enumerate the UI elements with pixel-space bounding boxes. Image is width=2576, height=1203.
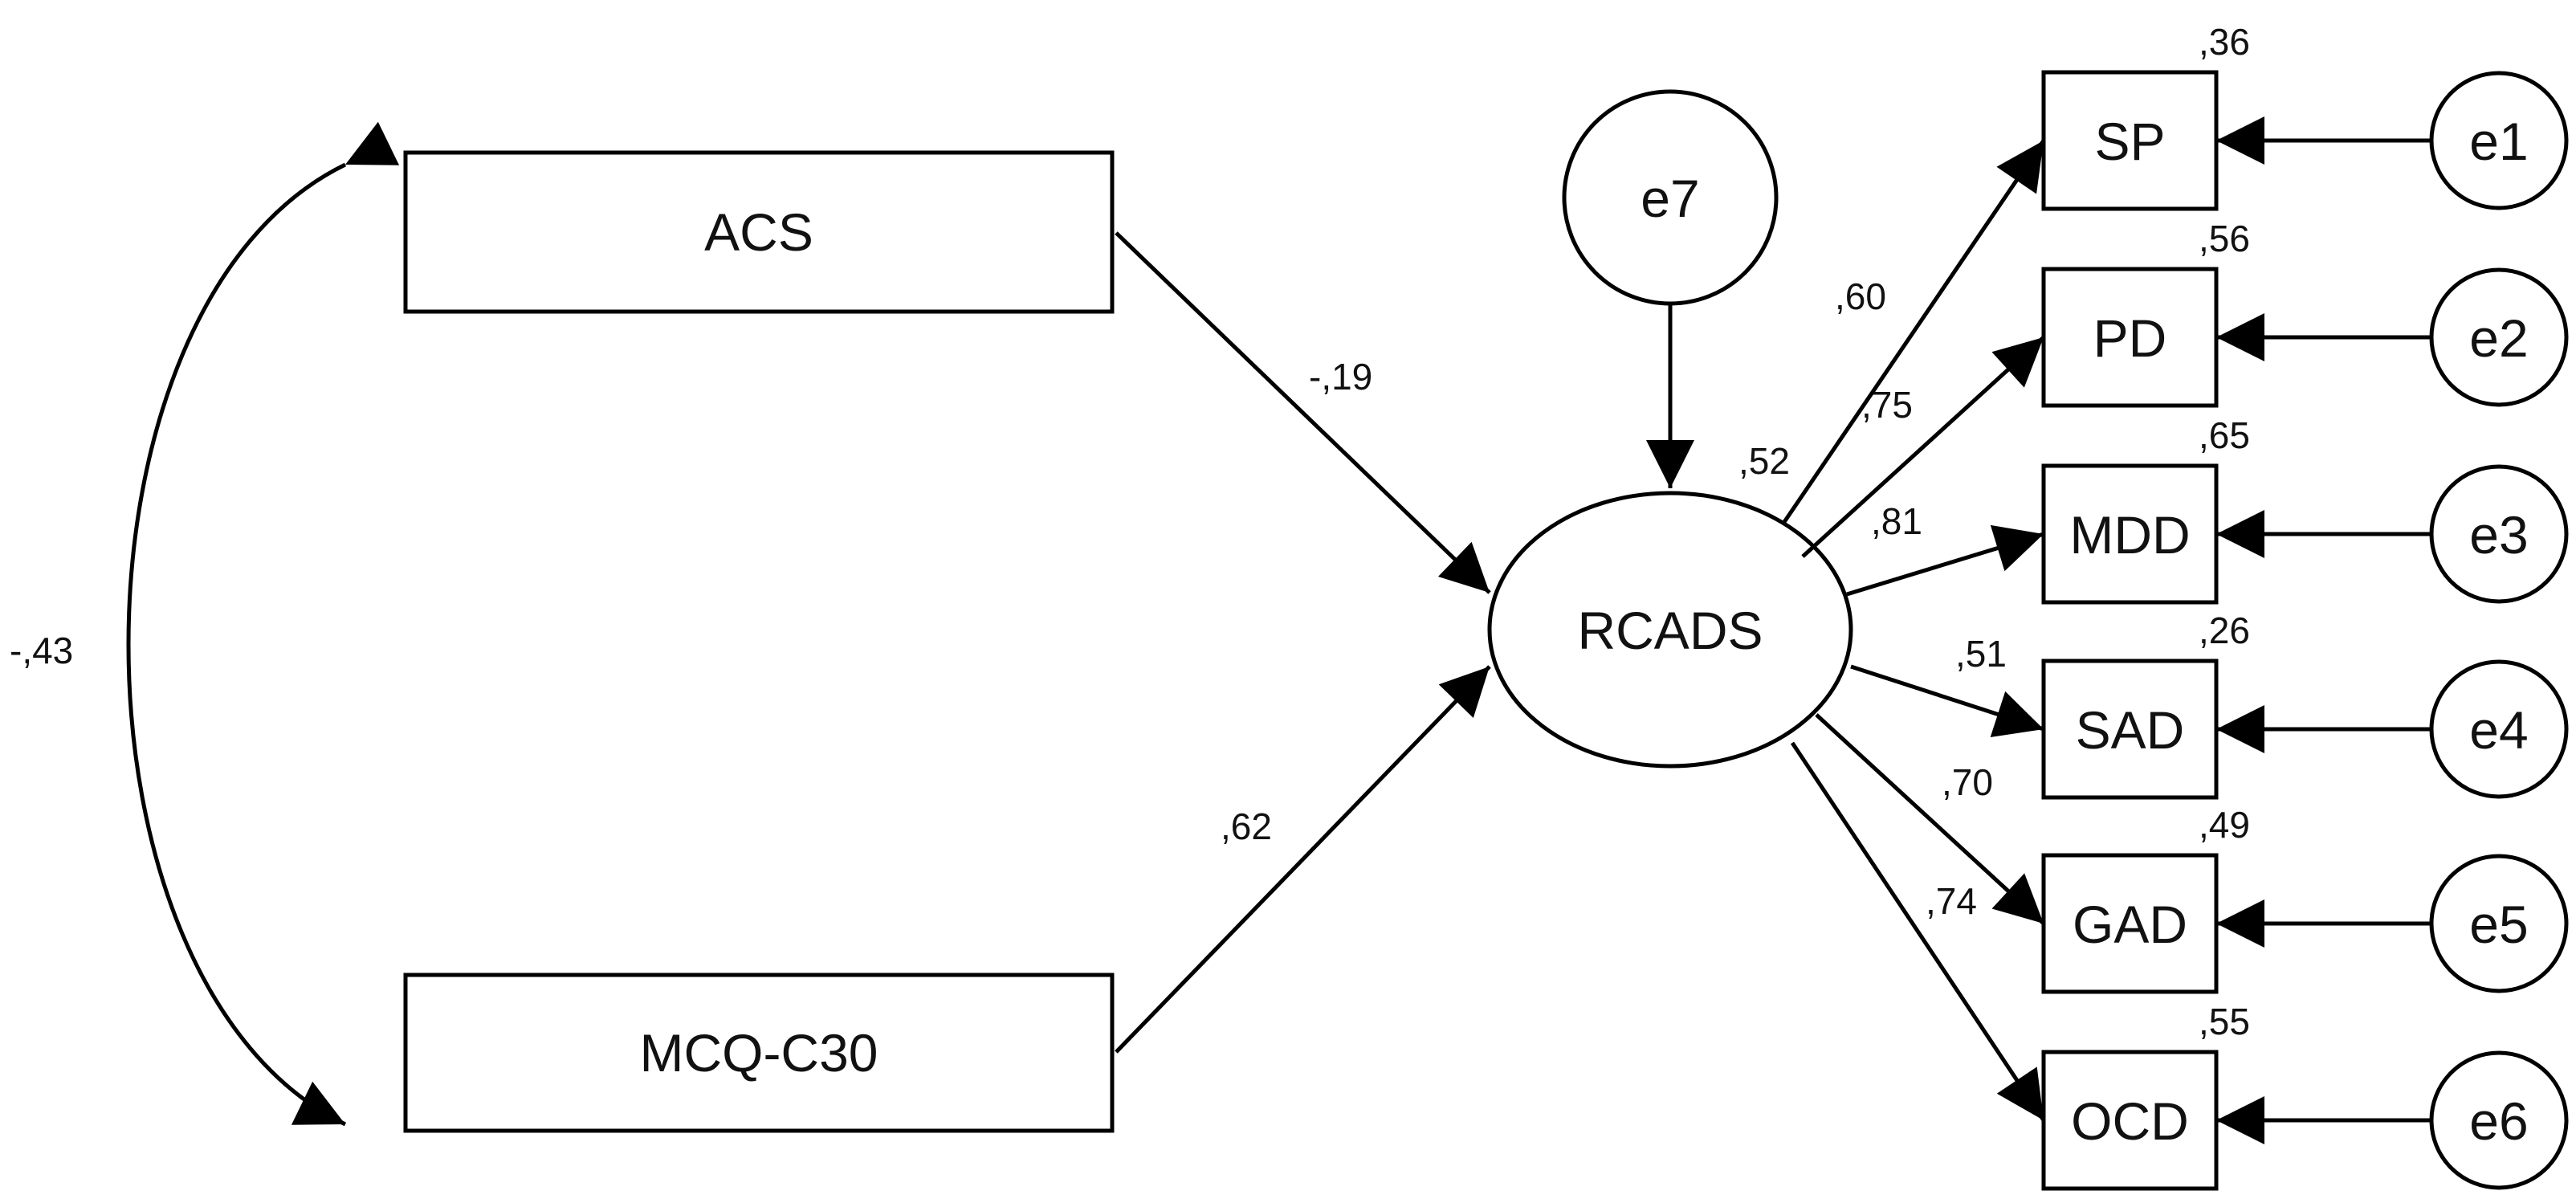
- path-rcads-to-pd: [1801, 336, 2045, 558]
- pd-r2: ,56: [2199, 218, 2250, 259]
- path-rcads-to-ocd: [1790, 741, 2046, 1122]
- e7-label: e7: [1641, 169, 1699, 228]
- path-rcads-to-mdd: [1846, 524, 2044, 597]
- sp-box: [2041, 70, 2219, 211]
- sp-label: SP: [2094, 112, 2165, 171]
- path-acs-coefficient: -,19: [1309, 356, 1372, 398]
- acs-label: ACS: [704, 202, 813, 262]
- e3-label: e3: [2469, 505, 2528, 565]
- path-rcads-to-sad: [1850, 664, 2044, 737]
- e2-label: e2: [2469, 308, 2528, 368]
- ocd-label: OCD: [2071, 1091, 2189, 1151]
- rcads-label: RCADS: [1577, 601, 1763, 660]
- pd-box: [2041, 267, 2219, 408]
- path-acs-to-rcads: [1115, 231, 1491, 594]
- sp-r2: ,36: [2199, 21, 2250, 63]
- pd-label: PD: [2093, 308, 2167, 368]
- ocd-r2: ,55: [2199, 1001, 2250, 1042]
- rcads-ellipse: [1487, 491, 1853, 769]
- mdd-r2: ,65: [2199, 414, 2250, 456]
- sad-r2: ,26: [2199, 610, 2250, 651]
- acs-box: [403, 150, 1115, 314]
- path-rcads-to-sp: [1782, 139, 2046, 524]
- sad-label: SAD: [2076, 700, 2185, 760]
- ocd-box: [2041, 1050, 2219, 1191]
- gad-r2: ,49: [2199, 804, 2250, 846]
- e5-label: e5: [2469, 895, 2528, 954]
- mcq-box: [403, 973, 1115, 1133]
- e6-label: e6: [2469, 1091, 2528, 1151]
- covariance-coefficient: -,43: [10, 630, 73, 671]
- mdd-loading: ,81: [1871, 500, 1922, 542]
- ocd-loading: ,74: [1926, 880, 1977, 922]
- sad-loading: ,51: [1955, 633, 2007, 675]
- mdd-label: MDD: [2069, 505, 2190, 565]
- sad-box: [2041, 659, 2219, 800]
- path-rcads-to-gad: [1815, 713, 2045, 925]
- sp-loading: ,60: [1835, 275, 1886, 317]
- rcads-r2: ,52: [1738, 440, 1790, 482]
- gad-label: GAD: [2073, 895, 2187, 954]
- e1-label: e1: [2469, 112, 2528, 171]
- e4-label: e4: [2469, 700, 2528, 760]
- covariance-arc-acs-mcq: [126, 121, 400, 1127]
- pd-loading: ,75: [1861, 384, 1913, 426]
- mdd-box: [2041, 463, 2219, 605]
- mcq-label: MCQ-C30: [639, 1023, 878, 1083]
- path-mcq-coefficient: ,62: [1221, 805, 1272, 847]
- gad-loading: ,70: [1942, 761, 1993, 803]
- path-mcq-to-rcads: [1115, 665, 1491, 1054]
